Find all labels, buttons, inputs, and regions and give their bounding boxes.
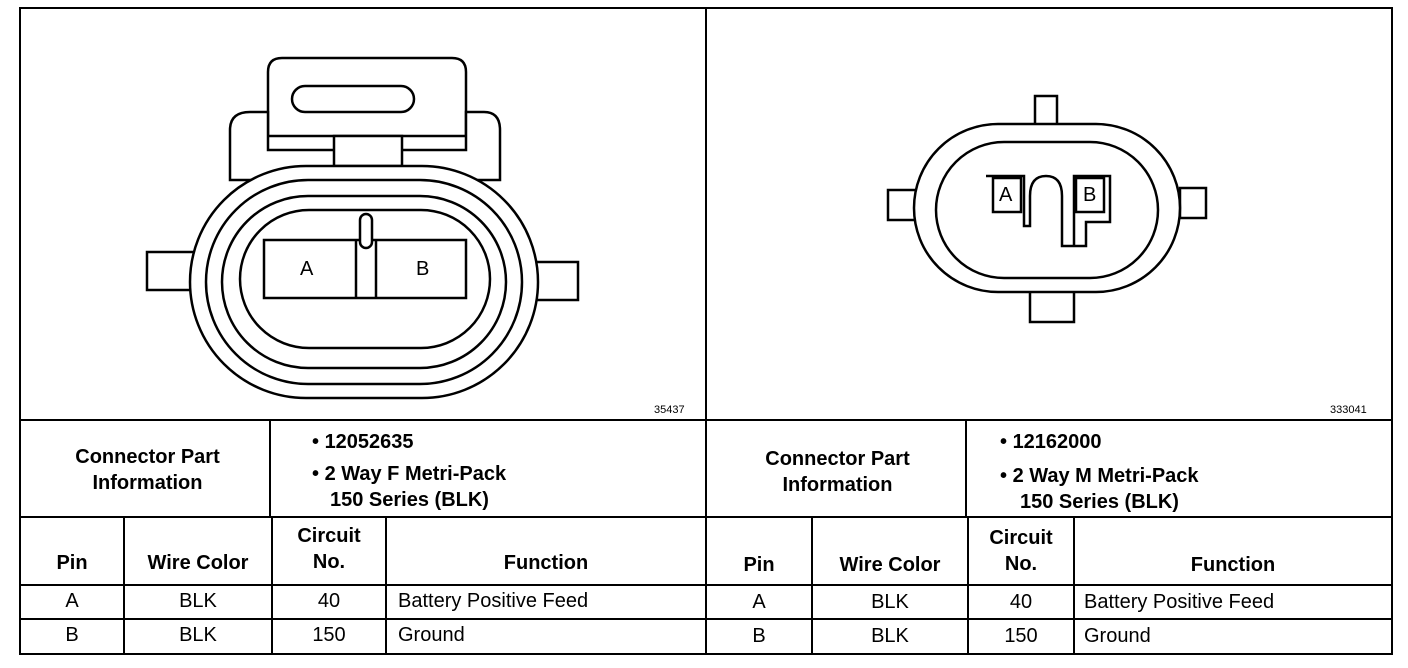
left-col-pin: Pin xyxy=(56,552,88,574)
left-row-b-circuit: 150 xyxy=(312,624,346,646)
female-connector-drawing xyxy=(145,56,580,400)
left-side-tab xyxy=(145,250,199,292)
left-part-number: • 12052635 xyxy=(312,431,414,453)
left-col-wire-color: Wire Color xyxy=(147,552,249,574)
right-row-b-wire: BLK xyxy=(871,625,909,647)
left-row-b-function: Ground xyxy=(398,624,465,646)
right-description: • 2 Way M Metri-Pack xyxy=(1000,465,1199,487)
left-description-line2: 150 Series (BLK) xyxy=(330,489,489,511)
right-info-header: Connector Part Information xyxy=(765,448,910,496)
right-pin-a-label: A xyxy=(999,184,1013,206)
left-info-header: Connector Part Information xyxy=(75,446,220,494)
right-row-a-pin: A xyxy=(752,591,766,613)
left-row-b-wire: BLK xyxy=(179,624,217,646)
left-description: • 2 Way F Metri-Pack xyxy=(312,463,507,485)
right-figure-number: 333041 xyxy=(1330,404,1367,416)
left-row-b-pin: B xyxy=(65,624,79,646)
right-part-number: • 12162000 xyxy=(1000,431,1102,453)
connector-shoulders xyxy=(228,110,502,182)
right-col-wire-color: Wire Color xyxy=(839,554,941,576)
right-row-b-circuit: 150 xyxy=(1004,625,1038,647)
right-row-a-function: Battery Positive Feed xyxy=(1084,591,1275,613)
right-row-b-function: Ground xyxy=(1084,625,1151,647)
left-row-a-pin: A xyxy=(65,590,79,612)
right-col-circuit-no: No. xyxy=(1004,553,1038,575)
left-col-function: Function xyxy=(503,552,589,574)
left-col-circuit: Circuit xyxy=(297,525,361,547)
latch-stem xyxy=(332,134,404,168)
left-col-circuit-no: No. xyxy=(312,551,346,573)
pin-a-box xyxy=(991,176,1023,214)
pin-b-box xyxy=(1074,176,1106,214)
right-description-line2: 150 Series (BLK) xyxy=(1020,491,1179,513)
right-row-b-pin: B xyxy=(752,625,766,647)
right-side-tab xyxy=(1178,186,1208,220)
right-row-a-wire: BLK xyxy=(871,591,909,613)
left-row-a-wire: BLK xyxy=(179,590,217,612)
latch-slot xyxy=(290,84,416,114)
right-col-function: Function xyxy=(1190,554,1276,576)
left-pin-a-label: A xyxy=(300,258,314,280)
terminal-cavity xyxy=(262,238,468,300)
left-figure-number: 35437 xyxy=(654,404,685,416)
right-pin-b-label: B xyxy=(1083,184,1097,206)
left-row-a-function: Battery Positive Feed xyxy=(398,590,589,612)
right-row-a-circuit: 40 xyxy=(1009,591,1033,613)
left-row-a-circuit: 40 xyxy=(317,590,341,612)
right-col-circuit: Circuit xyxy=(989,527,1053,549)
left-pin-b-label: B xyxy=(416,258,430,280)
right-col-pin: Pin xyxy=(743,554,775,576)
male-connector-drawing xyxy=(886,94,1208,324)
top-key xyxy=(1033,94,1059,128)
